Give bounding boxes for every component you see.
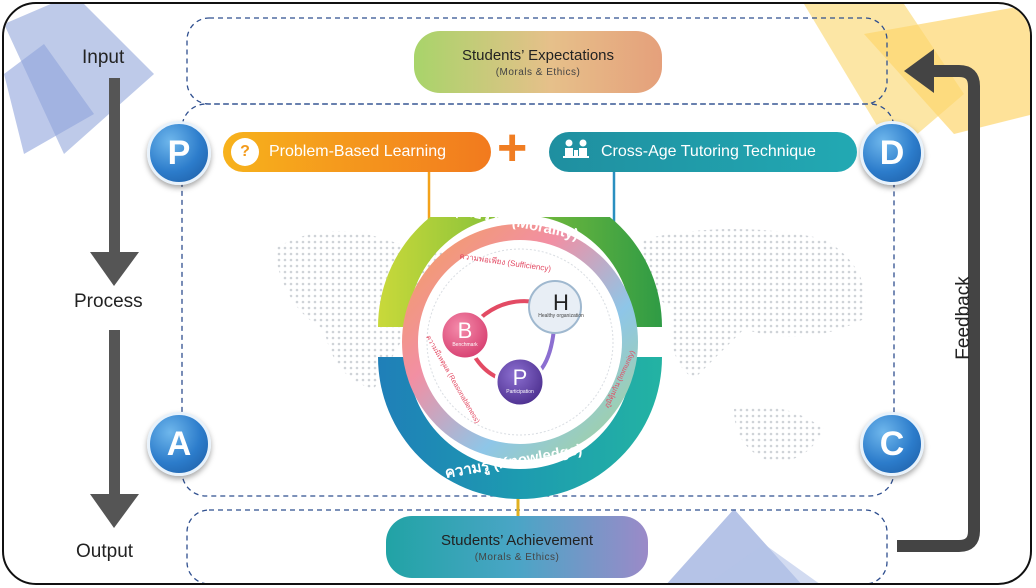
- b-letter: B: [457, 318, 473, 343]
- feedback-arrow: [897, 49, 980, 552]
- h-text: Healthy organization: [538, 313, 584, 319]
- students-expectations: Students’ Expectations (Morals & Ethics): [414, 31, 662, 93]
- stage-process: Process: [74, 291, 143, 312]
- plus-sign: +: [497, 119, 528, 177]
- h-letter: H: [553, 290, 569, 315]
- achievement-subtitle: (Morals & Ethics): [474, 551, 560, 563]
- b-text: Benchmark: [452, 342, 478, 348]
- students-achievement: Students’ Achievement (Morals & Ethics): [386, 516, 648, 578]
- p-text: Participation: [506, 389, 534, 395]
- expectations-title: Students’ Expectations: [461, 46, 615, 64]
- tutoring-label: Cross-Age Tutoring Technique: [601, 143, 816, 160]
- flow-arrows: [90, 78, 139, 528]
- cross-age-tutoring-bar: Cross-Age Tutoring Technique: [549, 132, 857, 172]
- tutoring-people-icon: [561, 138, 591, 167]
- stage-input: Input: [82, 47, 125, 68]
- problem-based-learning-bar: ? Problem-Based Learning: [223, 132, 491, 172]
- pdca-check-badge: C: [860, 412, 924, 476]
- pdca-plan-badge: P: [147, 121, 211, 185]
- background-decoration: [4, 4, 1030, 583]
- pbl-label: Problem-Based Learning: [269, 143, 446, 160]
- stage-output: Output: [76, 541, 134, 562]
- expectations-subtitle: (Morals & Ethics): [495, 66, 581, 78]
- central-wheel: [378, 217, 662, 499]
- pdca-do-badge: D: [860, 121, 924, 185]
- question-icon: ?: [231, 138, 259, 166]
- achievement-title: Students’ Achievement: [440, 531, 594, 549]
- pdca-act-badge: A: [147, 412, 211, 476]
- p-letter: P: [512, 365, 528, 390]
